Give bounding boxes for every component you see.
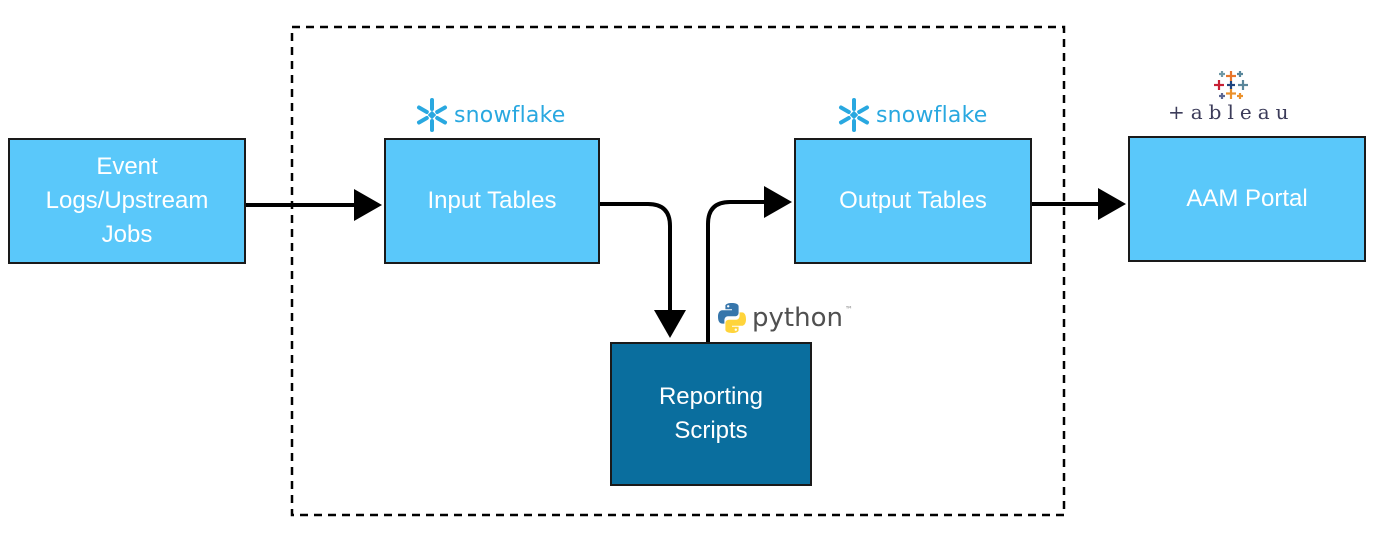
snowflake-icon (417, 98, 447, 132)
python-icon (718, 303, 746, 333)
node-event-logs-label: Event Logs/Upstream Jobs (45, 153, 209, 248)
node-aam-portal: AAM Portal (1128, 136, 1366, 262)
node-input-tables-label: Input Tables (427, 187, 557, 214)
snowflake-icon (839, 98, 869, 132)
arrow-input-to-scripts (596, 202, 686, 338)
node-reporting-scripts-label: Reporting Scripts (658, 383, 764, 444)
tableau-logo-text: +ableau (1168, 100, 1295, 124)
arrow-scripts-to-output (706, 186, 792, 342)
node-reporting-scripts: Reporting Scripts (610, 342, 812, 486)
tableau-logo: +ableau (1168, 70, 1295, 124)
snowflake-logo-output: snowflake (836, 98, 988, 132)
python-trademark: ™ (844, 305, 853, 314)
snowflake-logo-text: snowflake (876, 102, 988, 128)
node-output-tables: Output Tables (794, 138, 1032, 264)
snowflake-logo-text: snowflake (454, 102, 566, 128)
node-output-tables-label: Output Tables (839, 187, 987, 214)
node-event-logs: Event Logs/Upstream Jobs (8, 138, 246, 264)
processing-boundary (290, 25, 1066, 517)
node-aam-portal-label: AAM Portal (1186, 185, 1308, 212)
tableau-icon (1214, 71, 1249, 99)
snowflake-logo: snowflake (414, 98, 566, 132)
python-logo-word: python (752, 303, 843, 333)
node-input-tables: Input Tables (384, 138, 600, 264)
